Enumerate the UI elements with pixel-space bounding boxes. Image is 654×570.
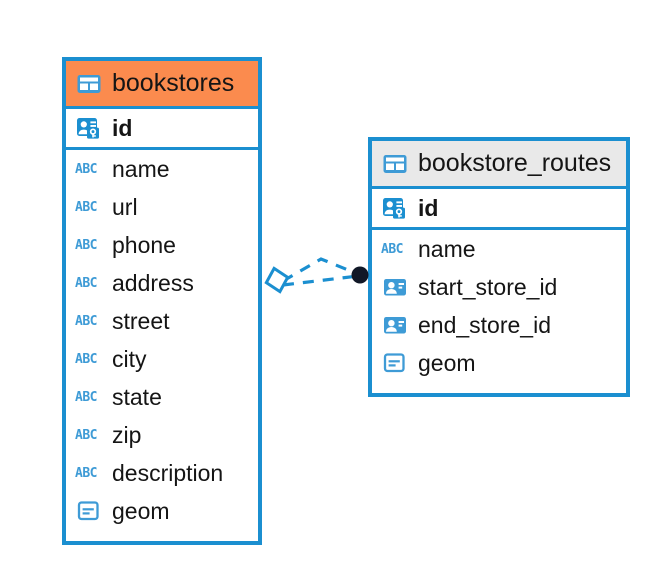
abc-text-icon: ABC [75,351,97,367]
field-label: zip [112,421,142,448]
connector-lines [282,257,359,287]
entity-title: bookstores [112,69,235,97]
abc-text-icon: ABC [75,199,97,215]
field-list: id ABC name ABC url ABC phone ABC addres… [66,106,258,530]
entity-header-bookstores[interactable]: bookstores [66,61,258,106]
abc-text-icon: ABC [75,427,97,443]
field-row-state[interactable]: ABC state [66,378,258,416]
entity-title: bookstore_routes [418,149,612,177]
entity-table-bookstore-routes[interactable]: bookstore_routes [368,137,630,397]
field-label: phone [112,231,176,258]
geometry-icon [381,349,409,377]
field-label: start_store_id [418,273,558,300]
field-label: end_store_id [418,311,551,338]
field-row-end-store-id[interactable]: end_store_id [372,306,626,344]
foreign-key-icon [381,311,409,339]
field-row-street[interactable]: ABC street [66,302,258,340]
abc-text-icon: ABC [75,161,97,177]
abc-text-icon: ABC [75,465,97,481]
field-label: description [112,459,224,486]
abc-text-icon: ABC [381,241,403,257]
connector-diamond-marker [264,266,290,294]
field-label: geom [418,349,476,376]
field-row-geom[interactable]: geom [66,492,258,530]
field-row-city[interactable]: ABC city [66,340,258,378]
abc-text-icon: ABC [75,389,97,405]
field-label: url [112,193,138,220]
field-row-id[interactable]: id [66,106,258,150]
abc-text-icon: ABC [75,313,97,329]
field-row-name[interactable]: ABC name [372,230,626,268]
field-label: id [418,194,439,221]
abc-text-icon: ABC [75,237,97,253]
connector-circle-marker [351,266,369,284]
field-row-zip[interactable]: ABC zip [66,416,258,454]
entity-table-bookstores[interactable]: bookstores id [62,57,262,545]
abc-text-icon: ABC [75,275,97,291]
field-row-url[interactable]: ABC url [66,188,258,226]
field-row-start-store-id[interactable]: start_store_id [372,268,626,306]
entity-header-bookstore-routes[interactable]: bookstore_routes [372,141,626,186]
primary-key-icon [75,114,103,142]
field-label: city [112,345,147,372]
field-label: name [418,235,476,262]
geometry-icon [75,497,103,525]
field-row-address[interactable]: ABC address [66,264,258,302]
field-label: id [112,114,133,141]
foreign-key-icon [381,273,409,301]
field-label: address [112,269,194,296]
field-label: state [112,383,162,410]
field-row-name[interactable]: ABC name [66,150,258,188]
field-label: street [112,307,170,334]
field-row-phone[interactable]: ABC phone [66,226,258,264]
field-row-id[interactable]: id [372,186,626,230]
primary-key-icon [381,194,409,222]
field-row-description[interactable]: ABC description [66,454,258,492]
field-label: geom [112,497,170,524]
field-row-geom[interactable]: geom [372,344,626,382]
table-icon [75,70,103,98]
field-label: name [112,155,170,182]
table-icon [381,150,409,178]
field-list: id ABC name start_store_id [372,186,626,382]
